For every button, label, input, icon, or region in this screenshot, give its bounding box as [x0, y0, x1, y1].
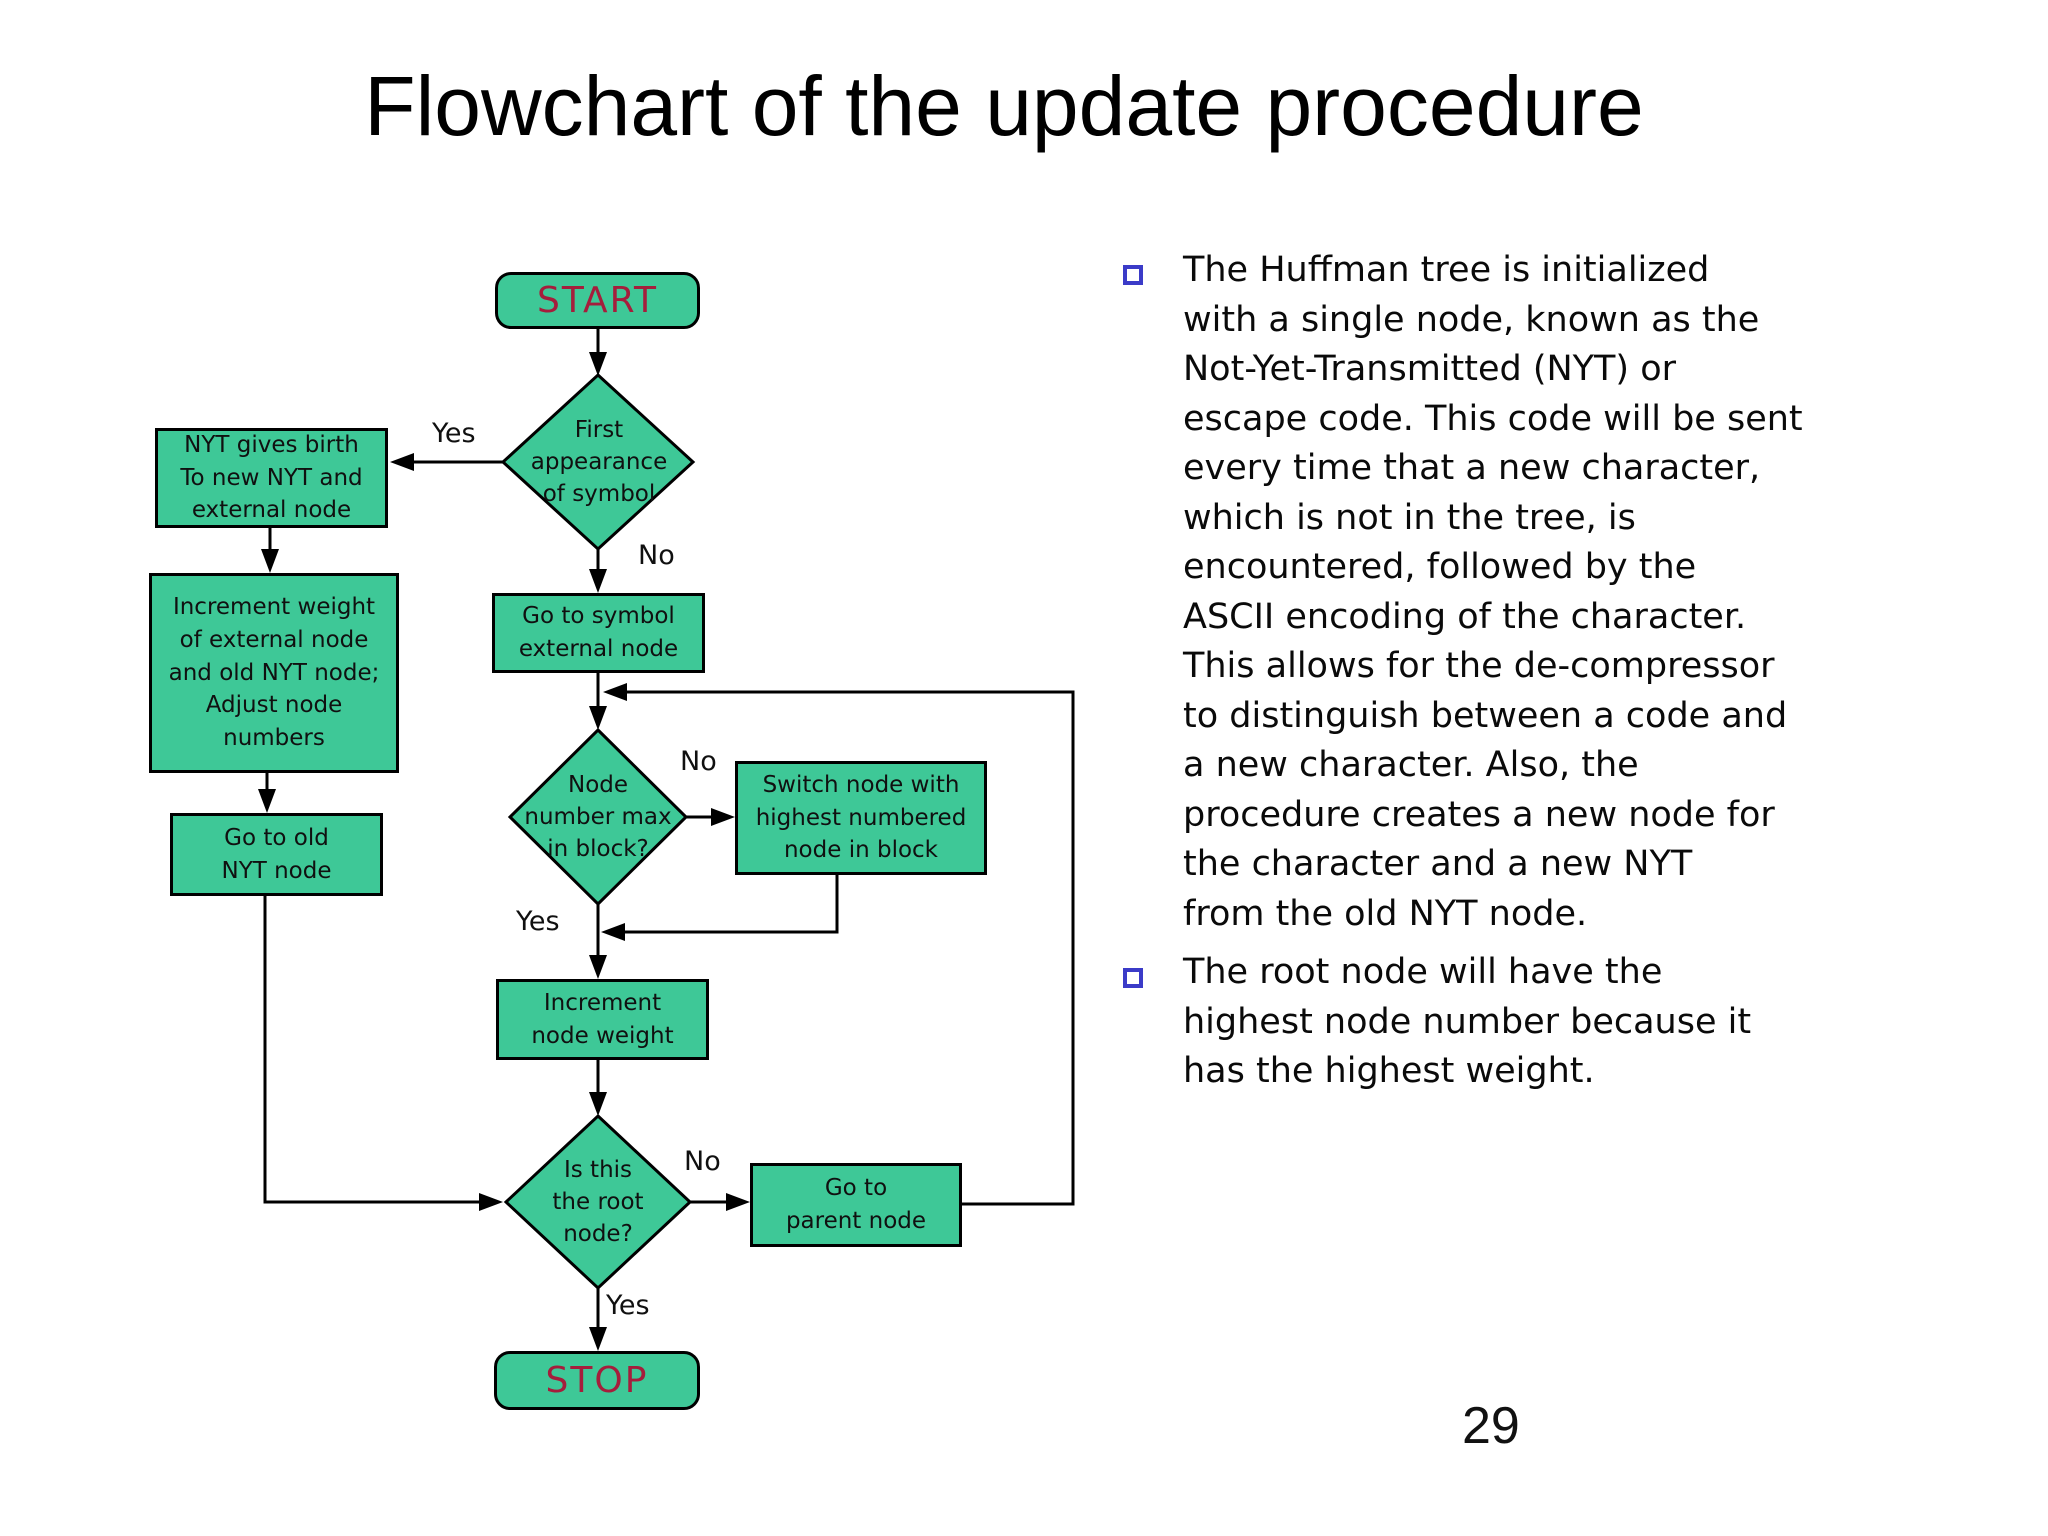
- bullet-square-icon: [1123, 265, 1143, 285]
- process-switch-node: Switch node with highest numbered node i…: [735, 761, 987, 875]
- process-nyt-gives-birth: NYT gives birth To new NYT and external …: [155, 428, 388, 528]
- process-increment-weight: Increment weight of external node and ol…: [149, 573, 399, 773]
- edge-label-d1-yes: Yes: [432, 418, 476, 449]
- edge-go-old-nyt-to-d3: [263, 896, 503, 1211]
- edge-label-d2-no: No: [680, 746, 717, 777]
- decision-first-appearance: [500, 372, 696, 552]
- start-node: START: [495, 272, 700, 329]
- edge-label-d1-no: No: [638, 540, 675, 571]
- bullet-square-icon: [1123, 968, 1143, 988]
- stop-node: STOP: [494, 1351, 700, 1410]
- bullet-text-root-node: The root node will have the highest node…: [1183, 952, 1752, 1091]
- edge-label-d2-yes: Yes: [516, 906, 560, 937]
- edge-switch-loop-back: [601, 875, 839, 941]
- decision-is-root-node: [503, 1113, 693, 1291]
- process-go-to-symbol: Go to symbol external node: [492, 593, 705, 673]
- edge-label-d3-yes: Yes: [606, 1290, 650, 1321]
- page-number: 29: [1462, 1397, 1520, 1455]
- process-go-to-parent: Go to parent node: [750, 1163, 962, 1247]
- process-increment-node-weight: Increment node weight: [496, 979, 709, 1060]
- bullet-text-huffman-init: The Huffman tree is initialized with a s…: [1183, 250, 1803, 934]
- edge-label-d3-no: No: [684, 1146, 721, 1177]
- edge-parent-feedback-loop: [603, 683, 1075, 1206]
- page-title: Flowchart of the update procedure: [364, 59, 1644, 153]
- decision-node-number-max: [507, 727, 689, 907]
- process-go-to-old-nyt: Go to old NYT node: [170, 813, 383, 896]
